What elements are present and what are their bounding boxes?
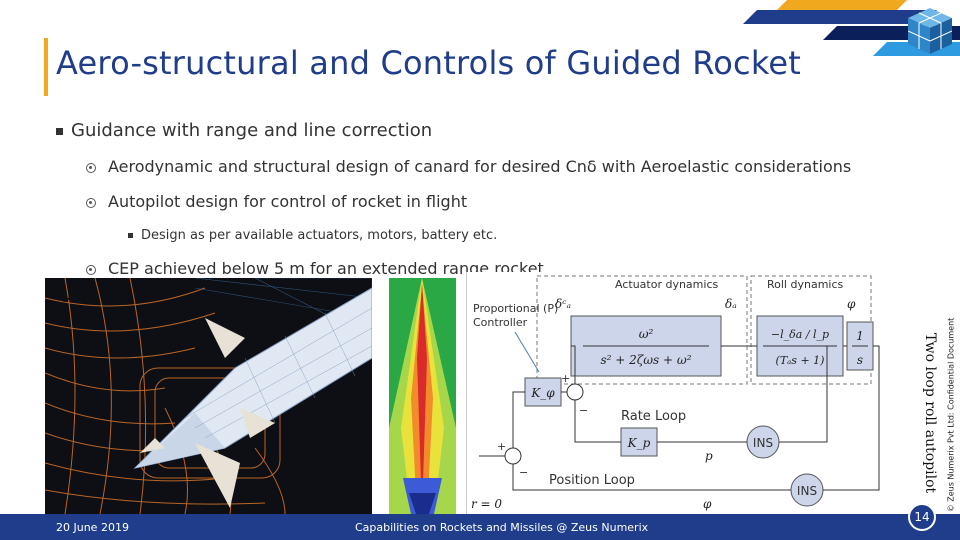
logo-cubes-icon [908, 8, 952, 54]
phi-bottom-label: φ [703, 497, 712, 511]
page-number-badge: 14 [908, 503, 936, 531]
square-bullet-icon [128, 233, 133, 238]
k-phi-label: K_φ [530, 386, 555, 400]
footer-date: 20 June 2019 [56, 521, 129, 534]
confidential-text: © Zeus Numerix Pvt Ltd: Confidential Doc… [946, 317, 956, 513]
position-loop-label: Position Loop [549, 473, 635, 488]
target-bullet-icon [86, 197, 96, 208]
minus-sign-1: − [579, 404, 588, 417]
controller-label-2: Controller [473, 316, 528, 329]
roll-dynamics-label: Roll dynamics [767, 278, 844, 291]
actuator-numerator: ω² [639, 327, 654, 341]
roll-numerator: −l_δa / l_p [771, 328, 829, 341]
footer-bar [0, 514, 960, 540]
p-label: p [705, 449, 713, 463]
sub-sub-bullet: Design as per available actuators, motor… [128, 228, 497, 243]
actuator-dynamics-label: Actuator dynamics [615, 278, 718, 291]
mesh-label: Mesh [62, 290, 99, 306]
sub-bullet-1: Aerodynamic and structural design of can… [86, 157, 851, 176]
side-title-text: Two loop roll autopilot [922, 332, 938, 494]
summing-junction-outer [504, 447, 522, 465]
delta-a-label: δₐ [725, 297, 737, 311]
bullet-main: Guidance with range and line correction [56, 120, 432, 141]
sub-bullet-3: CEP achieved below 5 m for an extended r… [86, 259, 544, 278]
summing-junction-inner [566, 383, 584, 401]
minus-sign-2: − [519, 466, 528, 479]
sub-bullet-text: Autopilot design for control of rocket i… [108, 192, 468, 211]
k-p-label: K_p [627, 436, 651, 450]
confidential-note: © Zeus Numerix Pvt Ltd: Confidential Doc… [944, 300, 958, 530]
reference-label: r = 0 [471, 497, 502, 511]
sub-bullet-2: Autopilot design for control of rocket i… [86, 192, 467, 211]
cfd-contour-graphic [389, 278, 456, 514]
target-bullet-icon [86, 264, 96, 275]
phi-top-label: φ [847, 297, 856, 311]
cfd-contour-image [389, 278, 456, 514]
block-diagram-graphic: Actuator dynamics Roll dynamics Proporti… [471, 275, 880, 511]
sub-sub-bullet-text: Design as per available actuators, motor… [141, 228, 498, 243]
plus-sign-1: + [561, 372, 570, 385]
ins-position-label: INS [797, 484, 817, 498]
square-bullet-icon [56, 127, 63, 135]
integrator-numerator: 1 [856, 329, 864, 343]
rocket-mesh-graphic [45, 278, 372, 514]
roll-group-box [750, 275, 872, 385]
k-p-block [620, 427, 658, 457]
sub-bullet-text: Aerodynamic and structural design of can… [108, 157, 852, 176]
footer-caption: Capabilities on Rockets and Missiles @ Z… [355, 521, 649, 534]
controller-label-1: Proportional (P) [473, 302, 558, 315]
title-accent-bar [44, 38, 48, 96]
header-decoration [630, 0, 960, 70]
autopilot-block-diagram: Actuator dynamics Roll dynamics Proporti… [466, 272, 882, 514]
actuator-group-box [536, 275, 748, 385]
actuator-denominator: s² + 2ζωs + ω² [600, 353, 691, 367]
target-bullet-icon [86, 162, 96, 173]
side-title: Two loop roll autopilot [920, 318, 940, 508]
ins-rate-label: INS [753, 436, 773, 450]
slide-title: Aero-structural and Controls of Guided R… [56, 44, 802, 82]
rate-loop-label: Rate Loop [621, 409, 686, 424]
bullet-main-text: Guidance with range and line correction [71, 120, 433, 141]
integrator-denominator: s [857, 353, 863, 367]
mesh-image [45, 278, 372, 514]
plus-sign-2: + [497, 440, 506, 453]
roll-denominator: (Tₐs + 1) [776, 354, 825, 367]
sub-bullet-text: CEP achieved below 5 m for an extended r… [108, 259, 544, 278]
delta-c-label: δᶜₐ [555, 297, 571, 311]
